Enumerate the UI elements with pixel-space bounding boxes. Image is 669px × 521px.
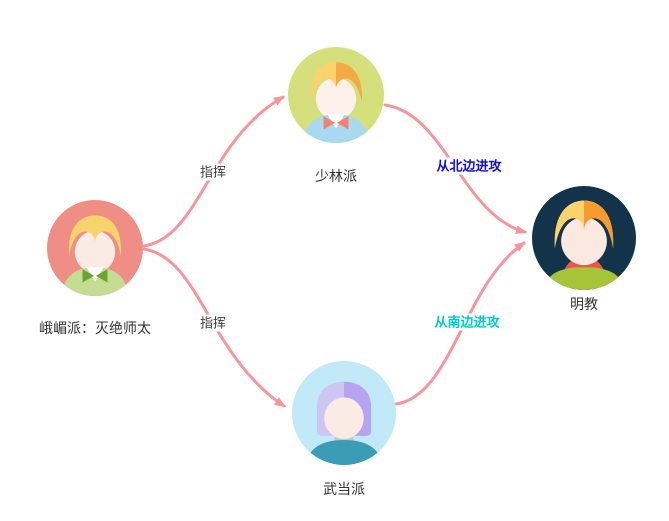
person-avatar-icon bbox=[532, 186, 636, 290]
person-avatar-icon bbox=[292, 361, 396, 465]
person-avatar-icon bbox=[47, 200, 143, 296]
node-emei[interactable] bbox=[47, 200, 143, 296]
node-shaolin[interactable] bbox=[288, 47, 384, 143]
node-label-shaolin: 少林派 bbox=[315, 168, 357, 184]
node-label-wudang: 武当派 bbox=[323, 481, 365, 497]
edge-label-emei-shaolin[interactable]: 指挥 bbox=[196, 163, 230, 181]
edge-wudang-mingjiao[interactable] bbox=[394, 241, 526, 406]
node-wudang[interactable] bbox=[292, 361, 396, 465]
edge-label-shaolin-mingjiao[interactable]: 从北边进攻 bbox=[433, 157, 505, 175]
edge-label-wudang-mingjiao[interactable]: 从南边进攻 bbox=[431, 313, 503, 331]
edge-emei-wudang[interactable] bbox=[142, 247, 286, 408]
edge-emei-shaolin[interactable] bbox=[142, 95, 285, 248]
node-label-emei: 峨嵋派：灭绝师太 bbox=[39, 320, 151, 336]
person-avatar-icon bbox=[288, 47, 384, 143]
node-label-mingjiao: 明教 bbox=[570, 296, 598, 312]
edge-label-emei-wudang[interactable]: 指挥 bbox=[196, 314, 230, 332]
node-mingjiao[interactable] bbox=[532, 186, 636, 290]
